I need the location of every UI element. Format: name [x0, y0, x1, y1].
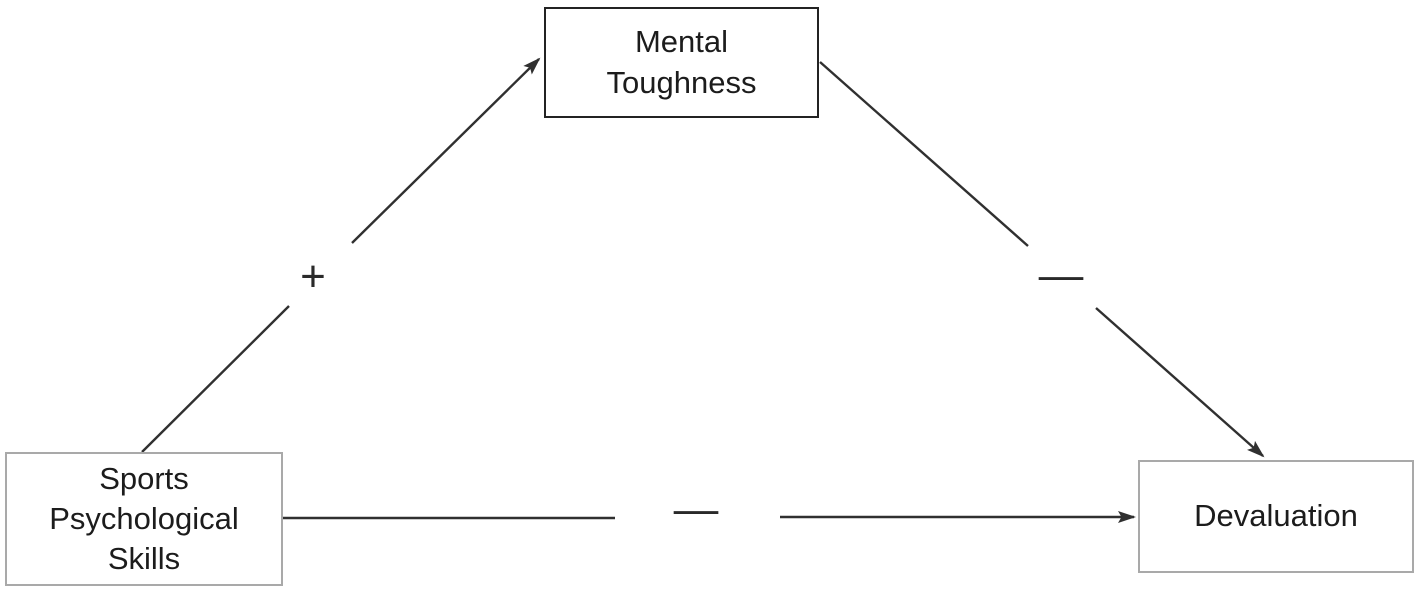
- edge-sign-positive: +: [300, 252, 326, 301]
- node-mental-toughness-label: Mental Toughness: [606, 24, 757, 100]
- node-sports-psychological-skills: Sports Psychological Skills: [5, 452, 283, 586]
- edge-sps-to-mental-toughness: [141, 57, 541, 453]
- node-devaluation-label: Devaluation: [1194, 498, 1358, 534]
- node-devaluation: Devaluation: [1138, 460, 1414, 573]
- node-mental-toughness: Mental Toughness: [544, 7, 819, 118]
- edge-sign-negative-sps-dev: −: [669, 491, 723, 535]
- edge-sps-to-devaluation: [283, 511, 1136, 523]
- node-sports-psychological-skills-label: Sports Psychological Skills: [49, 460, 239, 577]
- edge-mental-toughness-to-devaluation: [819, 61, 1265, 458]
- edge-sign-negative-mt-dev: −: [1034, 257, 1088, 301]
